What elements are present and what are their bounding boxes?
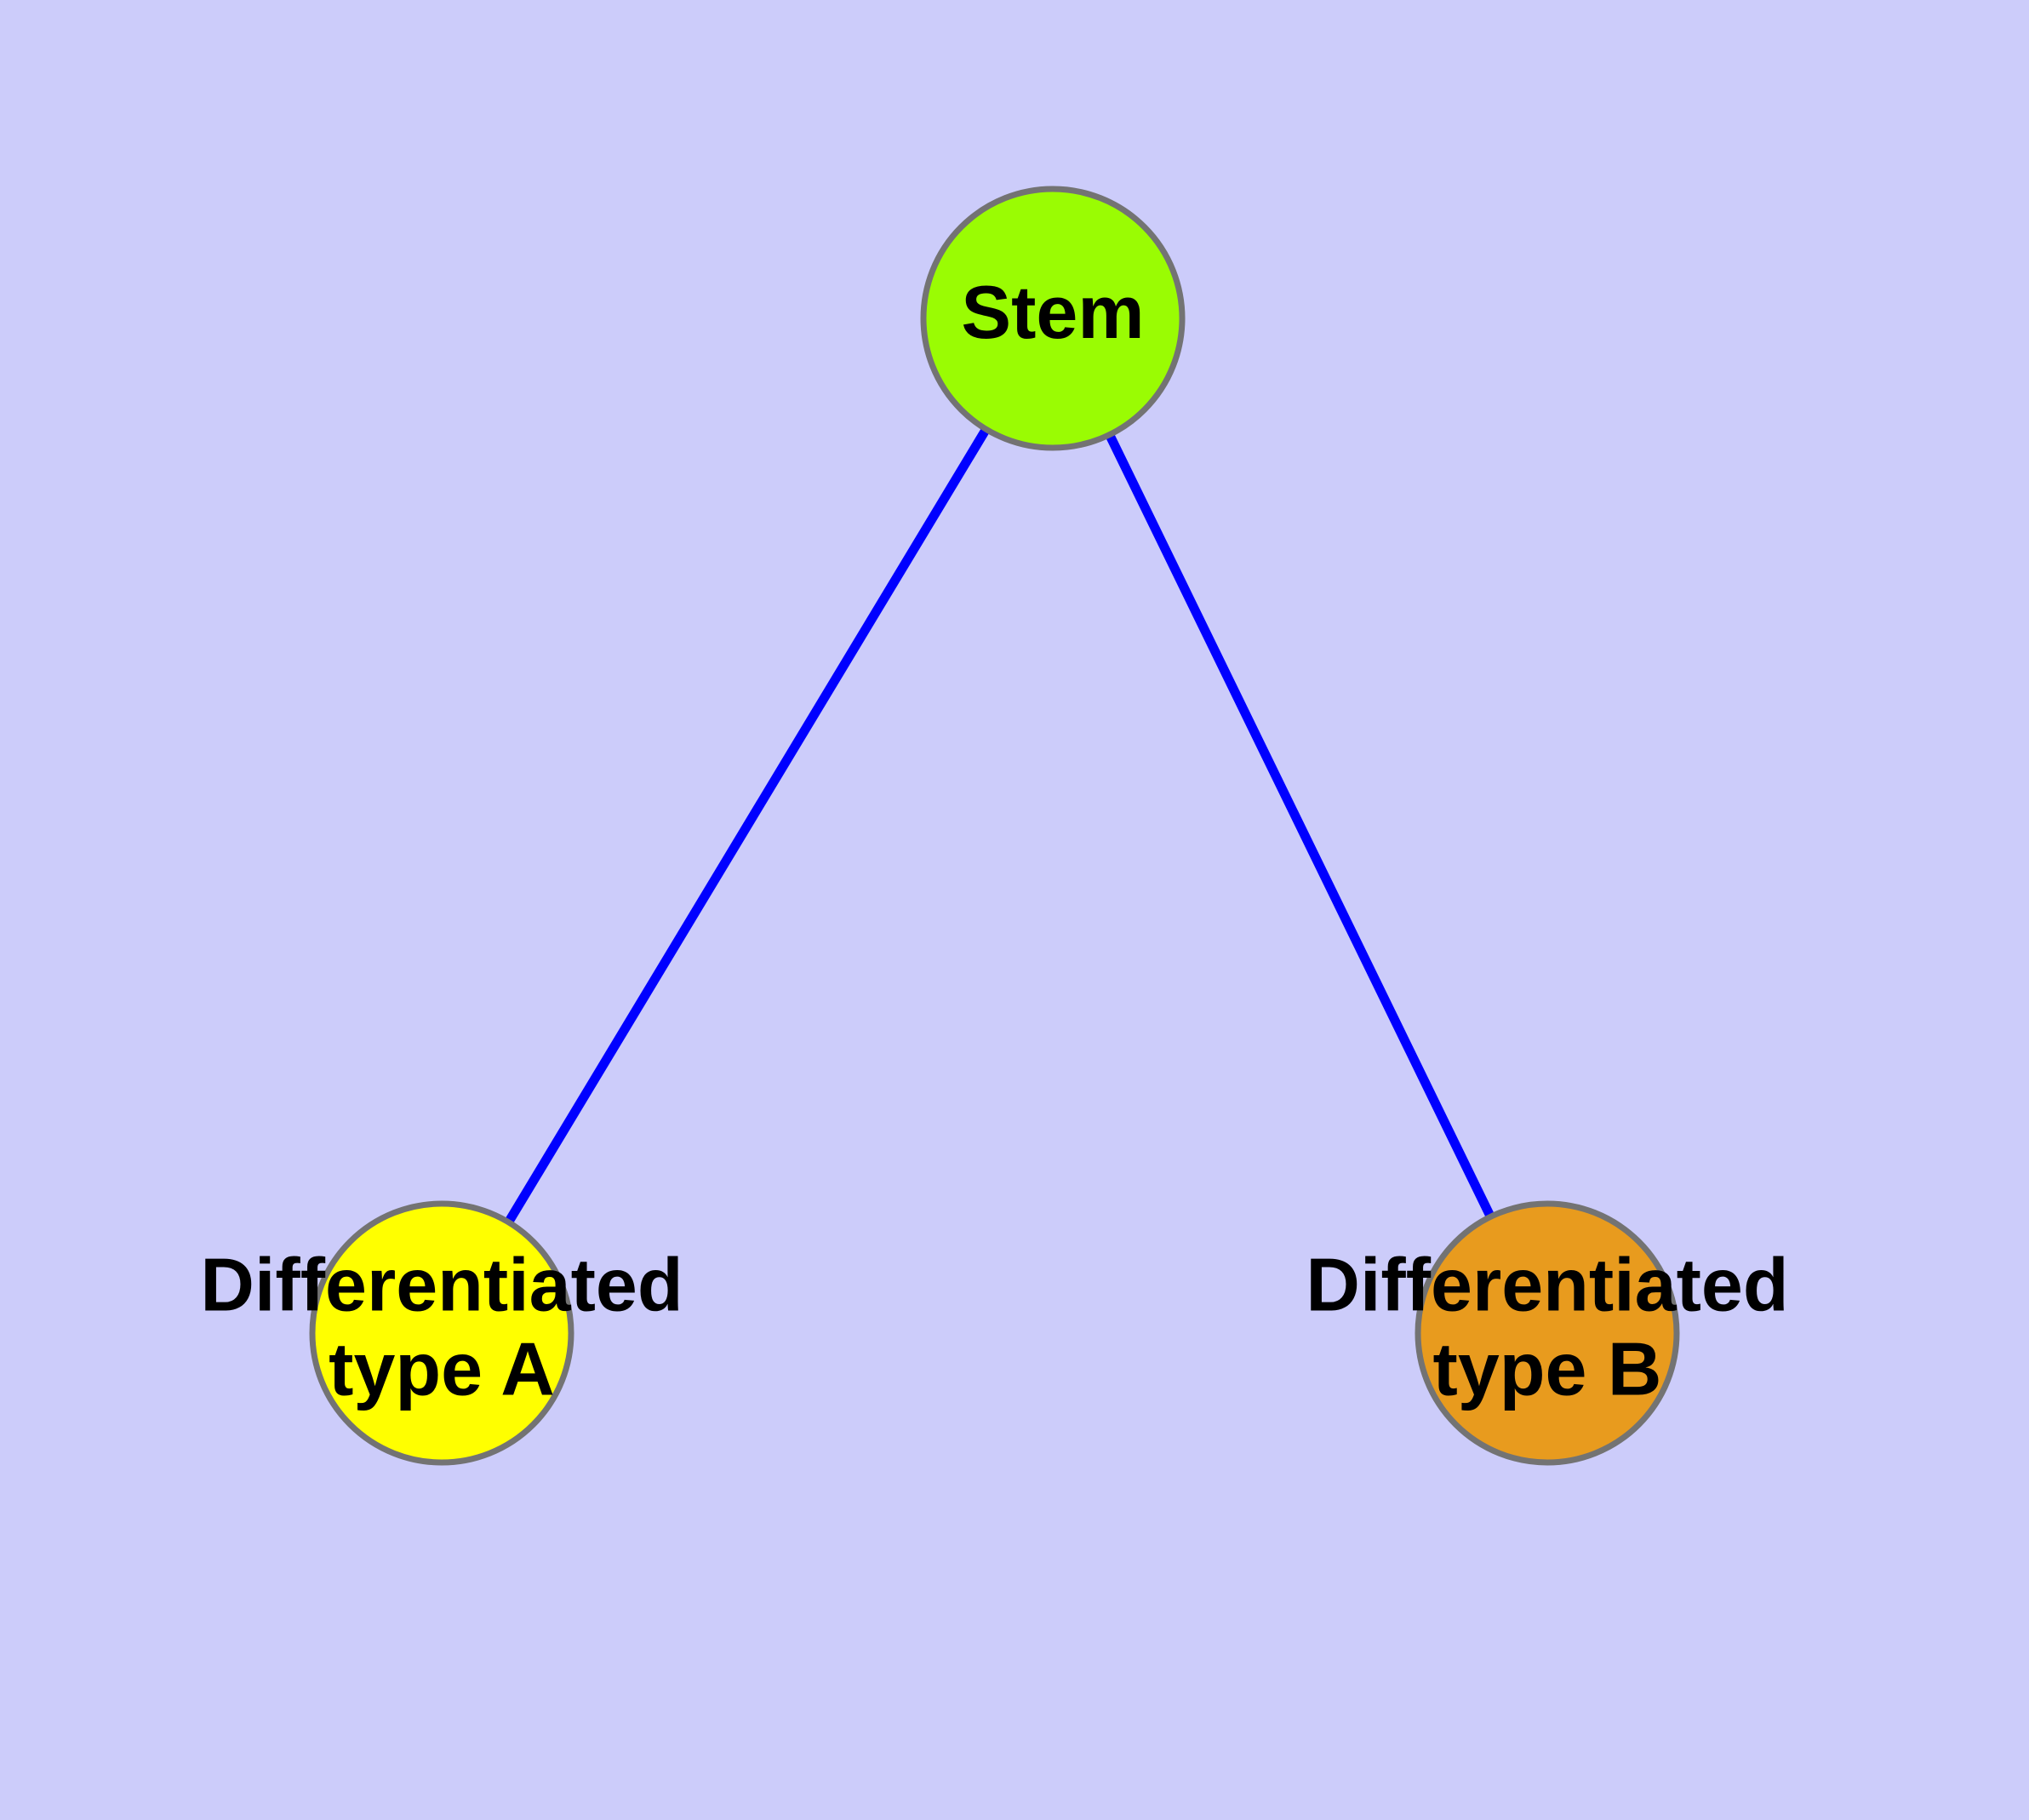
graph-node-label-stem: Stem: [961, 270, 1144, 354]
graph-node-label-line: Stem: [961, 270, 1144, 354]
graph-node-label-line: Differentiated: [200, 1243, 683, 1327]
graph-node-stem[interactable]: [920, 186, 1186, 451]
nodes-layer: [309, 186, 1680, 1466]
graph-edge-stem-to-b: [1106, 434, 1495, 1217]
graph-node-diff_b[interactable]: [1415, 1200, 1680, 1466]
graph-node-diff_a[interactable]: [309, 1200, 574, 1466]
graph-node-label-line: type B: [1433, 1327, 1662, 1411]
edges-layer: [505, 428, 1495, 1223]
graph-edge-stem-to-a: [505, 428, 990, 1223]
graph-node-label-line: Differentiated: [1306, 1243, 1788, 1327]
graph-node-label-line: type A: [329, 1327, 555, 1411]
